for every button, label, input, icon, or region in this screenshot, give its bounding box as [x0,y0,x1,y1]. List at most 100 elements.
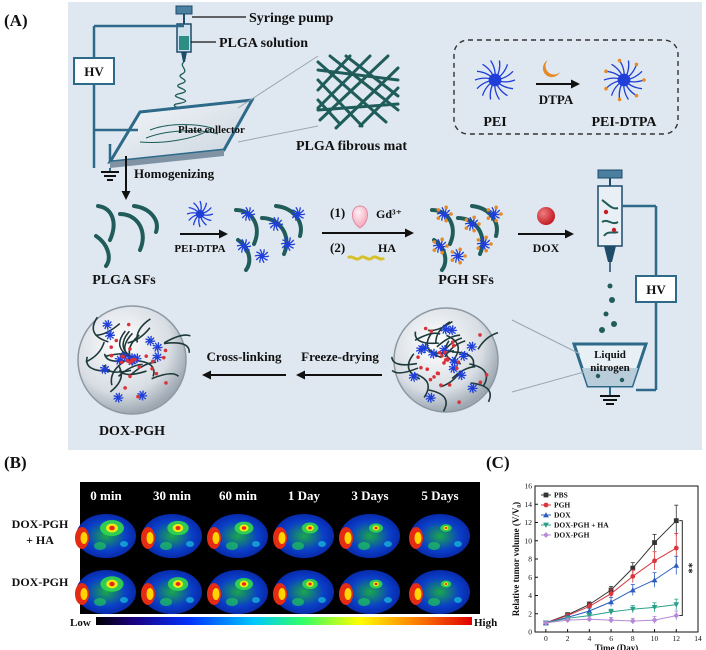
legend-entry: DOX-PGH [554,531,590,540]
step-2-label: (2) [330,240,345,255]
pei-dtpa-label: PEI-DTPA [591,115,657,130]
y-tick-label: 6 [528,573,532,582]
row-label-dox-pgh-ha-line1: DOX-PGH [12,517,69,531]
data-point [586,604,592,609]
pei-dtpa-star [603,58,646,102]
sphere-pei-star [113,392,124,403]
row-label-dox-pgh: DOX-PGH [12,575,69,589]
plate-collector [107,98,255,168]
fiber-pei-star [236,238,252,254]
hv-label-top: HV [84,64,104,79]
x-tick-label: 6 [609,634,613,643]
data-point [652,558,657,564]
dox-label: DOX [533,241,560,255]
y-tick-label: 0 [528,628,532,637]
fiber-pei-star [280,236,296,252]
data-point [608,591,614,597]
legend-entry: PBS [554,491,568,500]
x-tick-label: 10 [651,634,659,643]
freeze-drying-label: Freeze-drying [301,349,379,364]
step-1-label: (1) [330,205,345,220]
panel-c-label: (C) [486,453,510,472]
sphere-pei-star [427,348,439,359]
timepoint-label: 3 Days [351,488,388,503]
sphere-pei-star [99,364,111,375]
ha-chain-icon [346,255,386,261]
pei-dtpa-small-star [186,200,214,228]
sphere-pei-star [152,351,163,363]
fiber-pei-star [268,216,284,232]
sphere-pei-star [419,342,430,354]
sphere-pei-star [408,371,419,383]
pei-dtpa-polymer-icon [603,58,646,102]
data-point [543,532,549,538]
sphere-pei-star [438,344,450,356]
sphere-pei-star [104,329,116,341]
dox-drug-icon [537,207,555,225]
significance-label: ** [682,563,694,575]
fiber-pei-star [254,248,270,264]
data-point [629,606,636,613]
data-point [651,604,658,611]
data-point [586,613,593,619]
timepoint-label: 5 Days [421,488,458,503]
plga-sfs-icon [94,204,159,268]
scale-high-label: High [474,617,497,629]
data-point [630,573,636,579]
pgh-sfs-label: PGH SFs [438,273,494,288]
sphere-pei-star [466,341,477,352]
sphere-pei-star [145,335,156,347]
significance-bracket [679,520,683,617]
pei-dtpa-arrow-label: PEI-DTPA [174,243,225,255]
y-tick-label: 14 [525,500,533,509]
data-point [543,492,549,498]
data-point [673,518,679,524]
data-point [652,540,657,545]
homogenizing-label: Homogenizing [134,166,215,181]
fluorescence-mouse-image [339,570,400,614]
data-point [630,565,636,571]
data-point [543,502,549,508]
data-point [651,617,658,624]
cross-linking-label: Cross-linking [207,349,282,364]
timepoint-label: 60 min [219,488,258,503]
plga-sfs-label: PLGA SFs [92,273,156,288]
data-point [542,619,549,626]
row-label-dox-pgh-ha-line2: + HA [26,533,54,547]
intensity-colorbar [96,617,472,625]
pei-label: PEI [483,115,506,130]
data-point [673,602,680,608]
fluorescence-mouse-image [273,514,334,558]
fiber-pgh-star [432,237,449,255]
pei-dtpa-small-icon [186,200,214,228]
dox-pgh-microsphere [77,305,191,415]
data-point [586,616,593,623]
fluorescence-mouse-image [141,570,202,614]
fluorescence-mouse-image [339,514,400,558]
data-point [608,617,614,624]
liquid-label: Liquid [594,349,626,361]
plga-pei-fibers-icon [234,204,306,272]
fluorescence-mouse-image [75,570,136,614]
droplets [599,283,617,333]
y-tick-label: 12 [525,518,533,527]
ground-icon-top [101,168,119,181]
sphere-pei-star [102,319,113,331]
dtpa-label: DTPA [539,92,574,107]
x-tick-label: 4 [587,634,591,643]
x-tick-label: 12 [673,634,681,643]
data-point [608,609,614,615]
y-tick-label: 2 [528,609,532,618]
x-tick-label: 2 [566,634,570,643]
y-tick-label: 10 [525,536,533,545]
fluorescence-mouse-image [141,514,202,558]
legend-entry: DOX [554,511,571,520]
fiber-pgh-star [450,247,467,265]
sphere-pei-star [458,350,469,362]
plga-fibrous-mat-label: PLGA fibrous mat [296,139,407,154]
hv-box-top [73,57,115,85]
fluorescence-mouse-image [409,570,470,614]
plate-collector-label: Plate collector [178,124,245,136]
fiber-pgh-star [464,215,481,233]
dox-pgh-label: DOX-PGH [99,424,165,439]
